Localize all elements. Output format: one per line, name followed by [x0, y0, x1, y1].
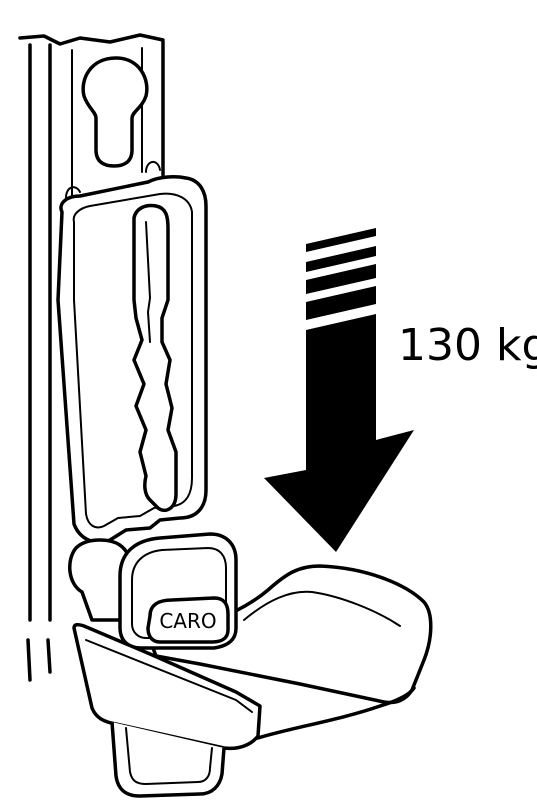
lower-loop-inner — [125, 727, 213, 785]
brand-badge: CARO — [118, 532, 238, 650]
keyhole-slot — [81, 56, 149, 168]
hook-right — [145, 161, 161, 173]
bracket-plate — [56, 175, 208, 545]
lower-loop — [110, 721, 226, 798]
foot-rest-rim — [85, 639, 253, 713]
foot-rest-inner-edge — [243, 590, 401, 627]
load-label: 130 kg — [398, 320, 537, 371]
brand-label: CARO — [159, 609, 216, 633]
bracket-neck — [68, 538, 132, 622]
load-arrow — [264, 228, 414, 552]
foot-rest-base — [256, 686, 416, 740]
foot-rest-front — [72, 622, 262, 751]
hook-left — [65, 186, 81, 199]
